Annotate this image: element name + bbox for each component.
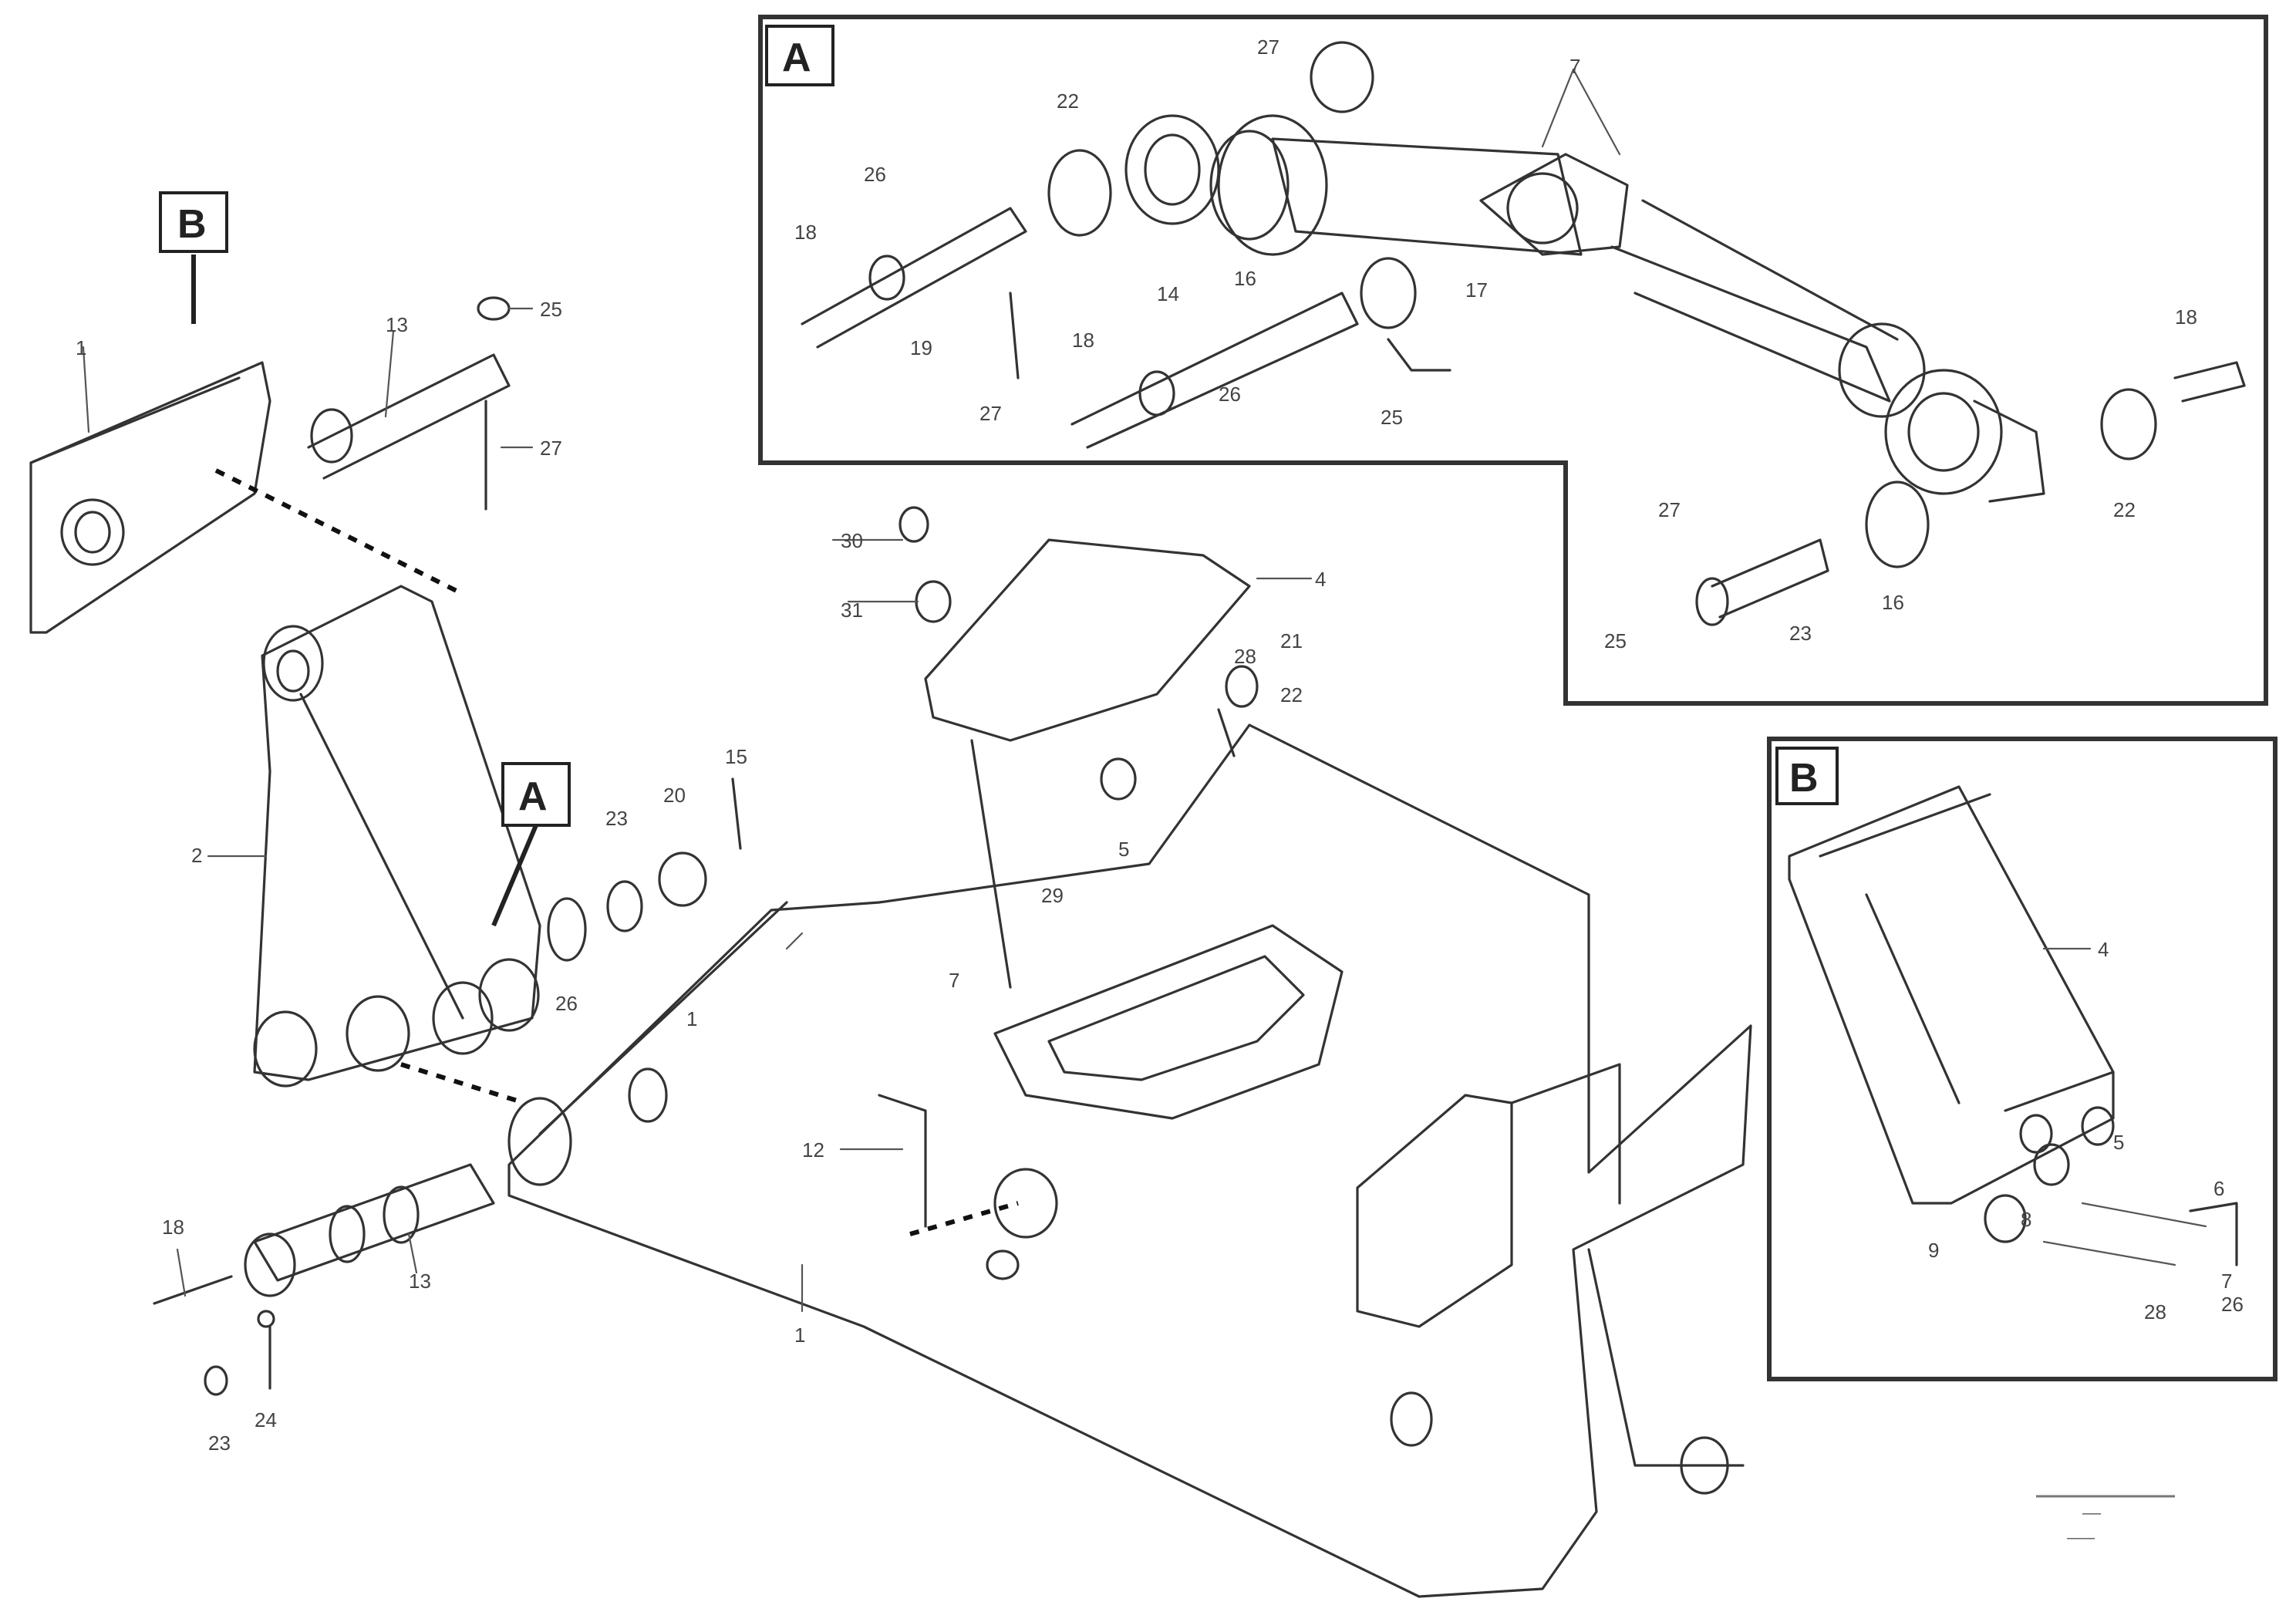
part-labels: 1 13 25 27 2 18 13 23 24 23 20 26 15 1 7… xyxy=(76,35,2244,1455)
part-label: 12 xyxy=(802,1138,824,1162)
part-label: 16 xyxy=(1234,267,1256,290)
part-label: 18 xyxy=(2175,305,2197,329)
assembly-line-arm xyxy=(400,1062,525,1105)
detail-frame-a xyxy=(758,15,2268,706)
part-label: 14 xyxy=(1157,282,1179,305)
part-label: 15 xyxy=(725,745,747,768)
part-label: 5 xyxy=(2113,1131,2124,1154)
part-label: 7 xyxy=(949,969,959,992)
callout-a: A xyxy=(518,774,548,819)
part-label: 8 xyxy=(2021,1208,2031,1231)
part-label: 5 xyxy=(1118,838,1129,861)
callout-b-box xyxy=(159,191,228,253)
pin-stack xyxy=(547,777,742,962)
part-label: 20 xyxy=(663,784,686,807)
footer-ref: —— xyxy=(2082,1506,2102,1523)
footer-code: ——— xyxy=(2066,1530,2095,1548)
part-label: 2 xyxy=(191,844,202,867)
callout-a-leader xyxy=(491,824,538,927)
part-label: 22 xyxy=(2113,498,2136,521)
part-label: 27 xyxy=(1257,35,1279,59)
part-label: 25 xyxy=(1604,629,1627,653)
part-label: 1 xyxy=(686,1007,697,1030)
callout-b: B xyxy=(177,202,207,247)
assembly-line-bolt xyxy=(909,1201,1019,1236)
part-label: 23 xyxy=(208,1431,231,1455)
part-label: 31 xyxy=(841,599,863,622)
part-label: 23 xyxy=(605,807,628,830)
bracket-plate xyxy=(29,296,511,634)
callout-a-box xyxy=(501,762,571,827)
part-label: 6 xyxy=(2213,1177,2224,1200)
part-label: 25 xyxy=(1381,406,1403,429)
part-label: 29 xyxy=(1041,884,1064,907)
view-marker-a-box xyxy=(765,25,834,86)
part-label: 19 xyxy=(910,336,932,359)
rubber-pad xyxy=(899,506,1259,989)
part-label: 27 xyxy=(979,402,1002,425)
part-label: 28 xyxy=(2144,1300,2166,1324)
part-label: 26 xyxy=(2221,1293,2244,1316)
part-label: 23 xyxy=(1789,622,1812,645)
lower-pin xyxy=(153,1163,495,1396)
part-label: 16 xyxy=(1882,591,1904,614)
part-label: 28 xyxy=(1234,645,1256,668)
part-label: 24 xyxy=(255,1408,277,1431)
part-label: 18 xyxy=(794,221,817,244)
part-label: 1 xyxy=(794,1324,805,1347)
part-label: 30 xyxy=(841,529,863,552)
part-label: 26 xyxy=(555,992,578,1015)
part-label: 18 xyxy=(162,1216,184,1239)
part-label: 22 xyxy=(1057,89,1079,113)
main-frame xyxy=(507,723,1752,1598)
part-label: 21 xyxy=(1280,629,1303,653)
part-label: 7 xyxy=(1569,55,1580,78)
part-label: 13 xyxy=(386,313,408,336)
part-label: 1 xyxy=(76,336,86,359)
part-label: 9 xyxy=(1928,1239,1939,1262)
part-label: 26 xyxy=(864,163,886,186)
part-label: 4 xyxy=(1315,568,1326,591)
part-label: 17 xyxy=(1465,278,1488,302)
part-label: 27 xyxy=(1658,498,1681,521)
part-label: 22 xyxy=(1280,683,1303,706)
part-label: 7 xyxy=(2221,1270,2232,1293)
part-label: 25 xyxy=(540,298,562,321)
part-label: 13 xyxy=(409,1270,431,1293)
detail-frame-b xyxy=(1767,737,2277,1381)
view-marker-b-box xyxy=(1775,747,1839,805)
detail-a-assembly xyxy=(801,41,2246,626)
part-label: 27 xyxy=(540,437,562,460)
detail-b-bracket xyxy=(1788,785,2238,1266)
view-marker-b: B xyxy=(1789,756,1819,801)
part-label: 26 xyxy=(1219,383,1241,406)
view-marker-a: A xyxy=(782,35,811,80)
lift-arm xyxy=(253,585,541,1088)
assembly-line-upper xyxy=(214,468,464,596)
part-label: 18 xyxy=(1072,329,1094,352)
part-label: 4 xyxy=(2098,938,2109,961)
leader-lines xyxy=(82,307,2092,1313)
